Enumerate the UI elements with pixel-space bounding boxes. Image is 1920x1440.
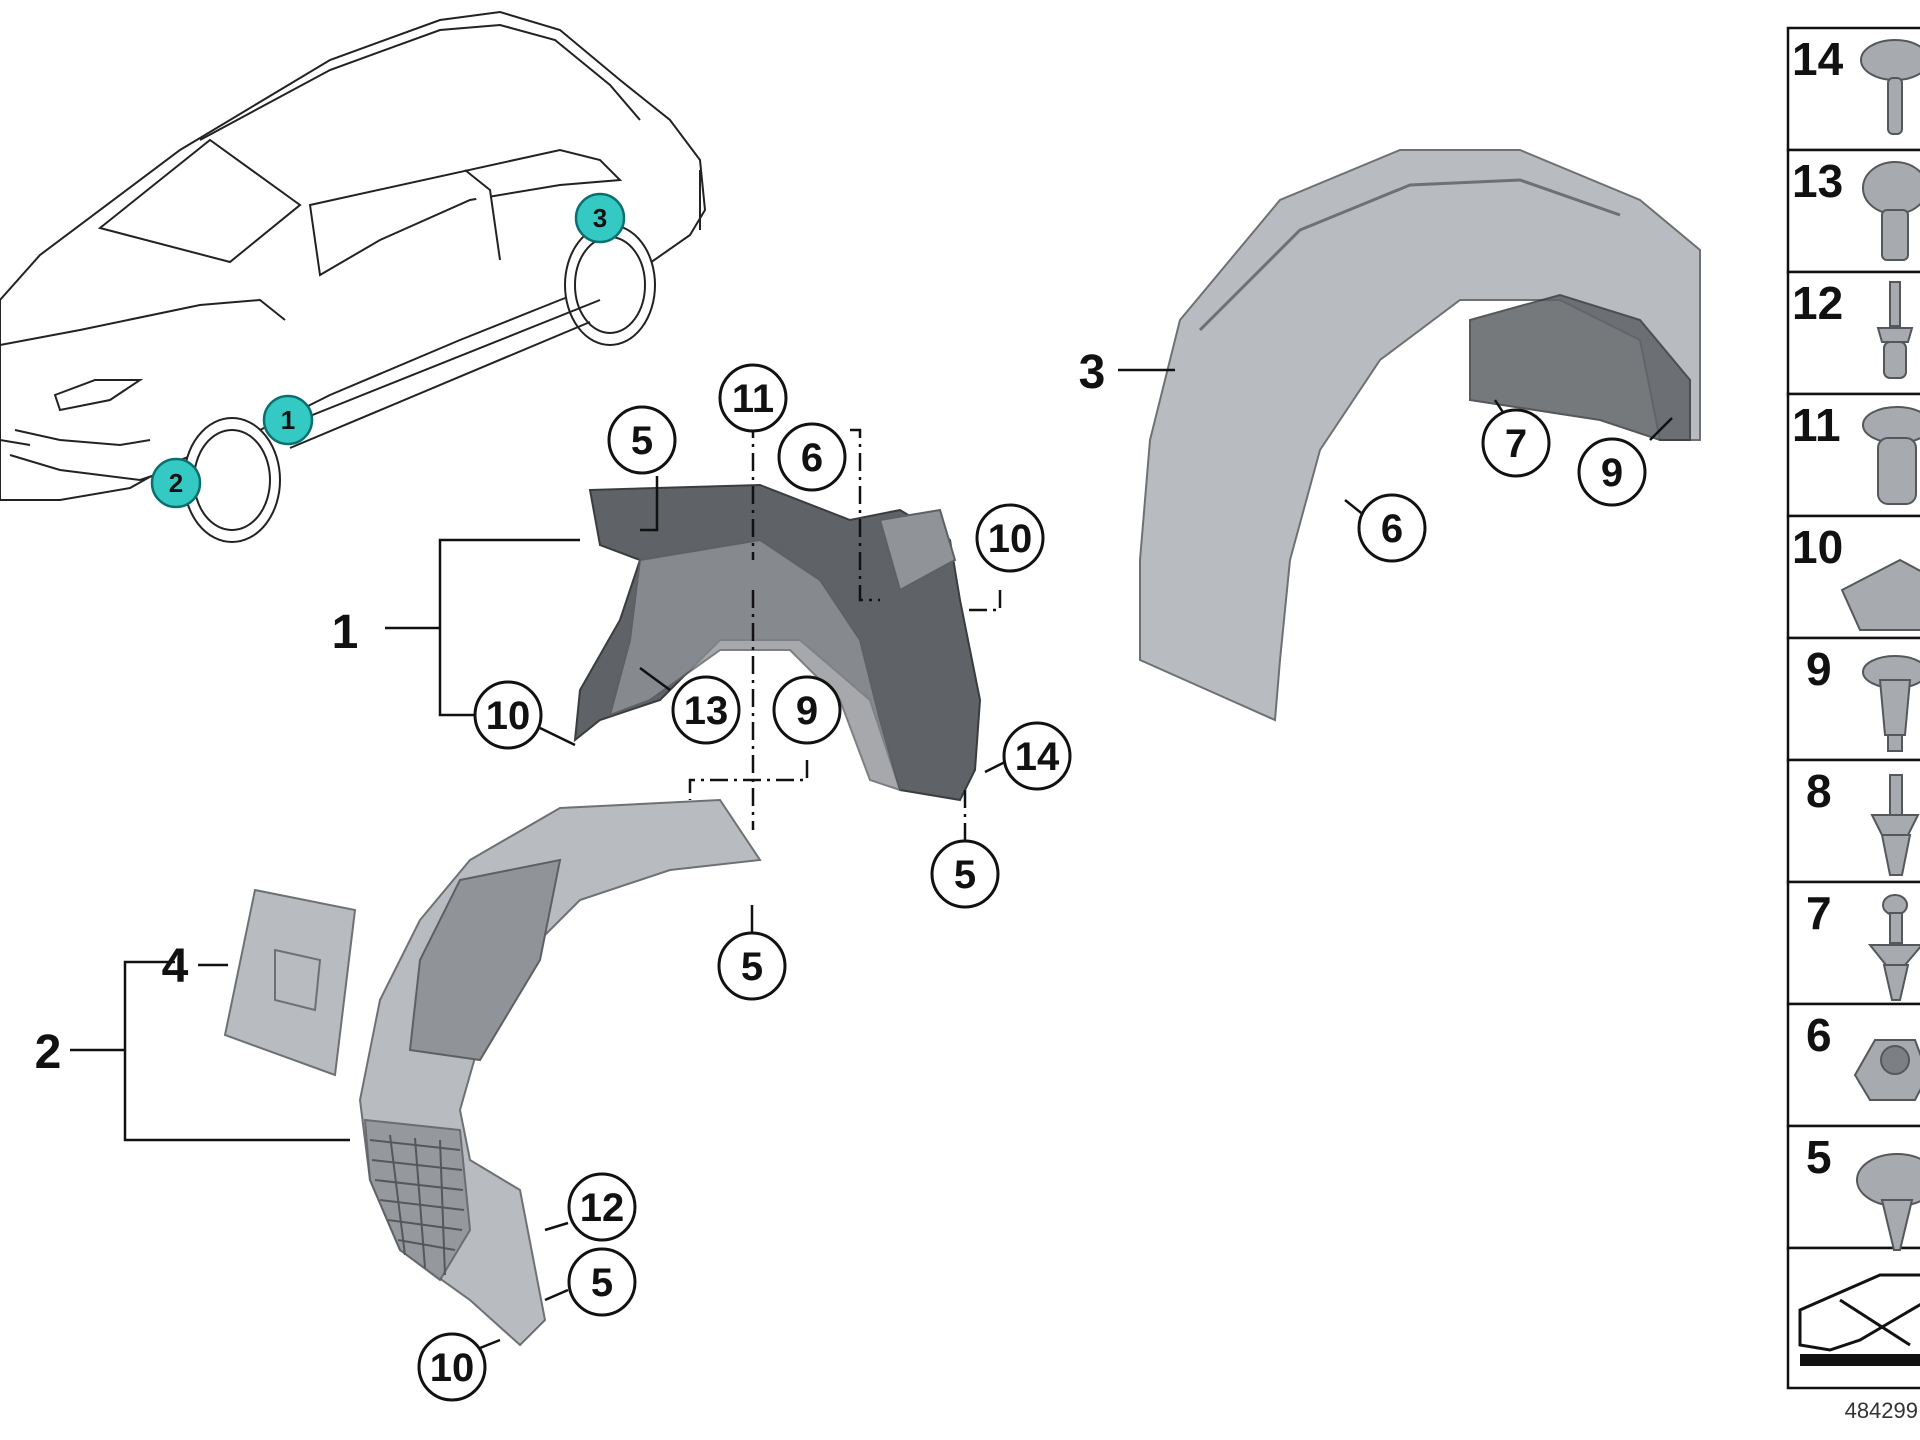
directional-arrow-icon [1798,1273,1920,1366]
callout-10a-label: 10 [988,517,1033,561]
part-rear-wheel-liner [1139,149,1701,722]
location-marker-2-label: 2 [169,468,183,498]
callout-6b: 6 [1357,493,1427,563]
panel-label-6: 6 [1806,1009,1832,1061]
callout-7: 7 [1481,408,1551,478]
fastener-parts-panel: 14 13 12 11 10 9 8 7 6 5 [1786,26,1920,1390]
panel-label-12: 12 [1792,277,1843,329]
location-marker-1: 1 [262,394,314,446]
callout-5a-label: 5 [631,419,653,463]
fastener-13-icon [1862,161,1920,261]
callout-10b: 10 [473,680,543,750]
fastener-14-icon [1860,39,1920,135]
location-marker-2: 2 [150,457,202,509]
callout-10a: 10 [975,503,1045,573]
callout-7-label: 7 [1505,422,1527,466]
callout-5c: 5 [717,931,787,1001]
callout-5a: 5 [607,405,677,475]
callout-5c-label: 5 [741,945,763,989]
assembly-label-1: 1 [332,606,359,659]
fastener-8-icon [1870,774,1920,876]
callout-9b: 9 [1577,437,1647,507]
location-marker-3: 3 [574,192,626,244]
assembly-label-2: 2 [35,1026,62,1079]
fastener-5-icon [1856,1153,1920,1251]
panel-label-7: 7 [1806,887,1832,939]
panel-label-11: 11 [1792,399,1841,451]
panel-label-14: 14 [1792,33,1844,85]
callout-11-label: 11 [732,377,774,421]
callout-6a-label: 6 [801,436,823,480]
part-front-upper-liner [573,483,982,802]
fastener-12-icon [1876,281,1914,379]
panel-label-5: 5 [1806,1131,1832,1183]
callout-13-label: 13 [684,689,729,733]
car-outline [0,10,707,543]
location-marker-1-label: 1 [281,405,295,435]
fastener-10-icon [1840,558,1920,631]
callout-9a: 9 [772,675,842,745]
callout-9b-label: 9 [1601,451,1623,495]
fastener-6-icon [1853,1039,1920,1101]
callout-10c: 10 [417,1332,487,1402]
image-id: 484299 [1845,1398,1918,1423]
location-marker-3-label: 3 [593,203,607,233]
assembly-label-4: 4 [162,940,189,993]
callout-5d-label: 5 [591,1261,613,1305]
assembly-label-3: 3 [1079,346,1106,399]
panel-label-8: 8 [1806,765,1832,817]
part-front-wheel-liner [358,798,762,1347]
panel-label-10: 10 [1792,521,1843,573]
callout-5b: 5 [930,839,1000,909]
fastener-11-icon [1862,406,1920,505]
callout-11: 11 [718,363,788,433]
callout-13: 13 [671,675,741,745]
callout-6b-label: 6 [1381,507,1403,551]
fastener-9-icon [1862,655,1920,752]
part-cover-plate [223,888,357,1077]
panel-label-9: 9 [1806,643,1832,695]
callout-5b-label: 5 [954,853,976,897]
callout-12: 12 [567,1172,637,1242]
callout-14: 14 [1002,721,1072,791]
callout-6a: 6 [777,422,847,492]
callout-5d: 5 [567,1247,637,1317]
callout-10b-label: 10 [486,694,531,738]
callout-9a-label: 9 [796,689,818,733]
panel-label-13: 13 [1792,155,1843,207]
fastener-7-icon [1867,894,1920,1001]
callout-14-label: 14 [1015,735,1060,779]
callout-12-label: 12 [580,1186,625,1230]
callout-10c-label: 10 [430,1346,475,1390]
